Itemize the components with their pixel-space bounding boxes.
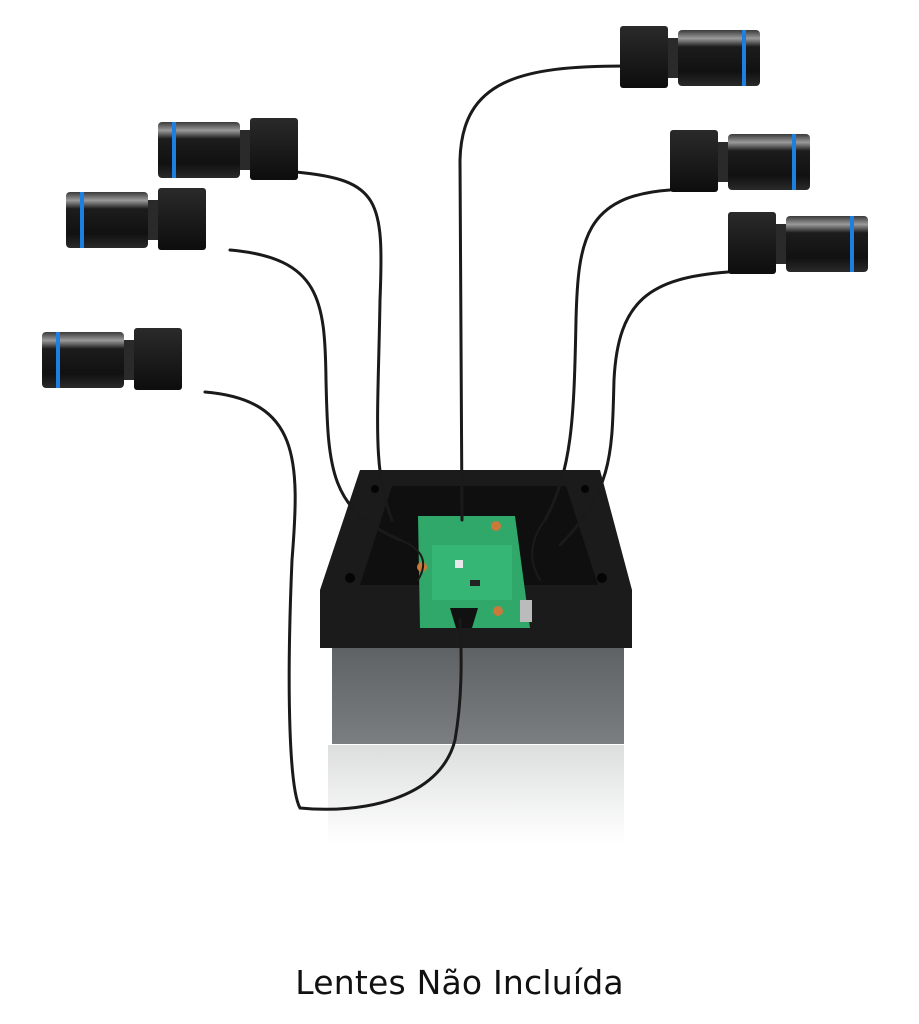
box-front-face bbox=[332, 644, 624, 744]
circuit-board bbox=[417, 516, 532, 628]
caption-text: Lentes Não Incluída bbox=[295, 963, 624, 1002]
product-photo bbox=[42, 26, 868, 843]
camera-right-1 bbox=[670, 130, 810, 192]
box-reflection bbox=[328, 745, 624, 843]
camera-left-1 bbox=[158, 118, 298, 180]
camera-right-2 bbox=[728, 212, 868, 274]
camera-left-3 bbox=[42, 328, 182, 390]
camera-top-center bbox=[620, 26, 760, 88]
cables bbox=[203, 64, 730, 811]
camera-left-2 bbox=[66, 188, 206, 250]
